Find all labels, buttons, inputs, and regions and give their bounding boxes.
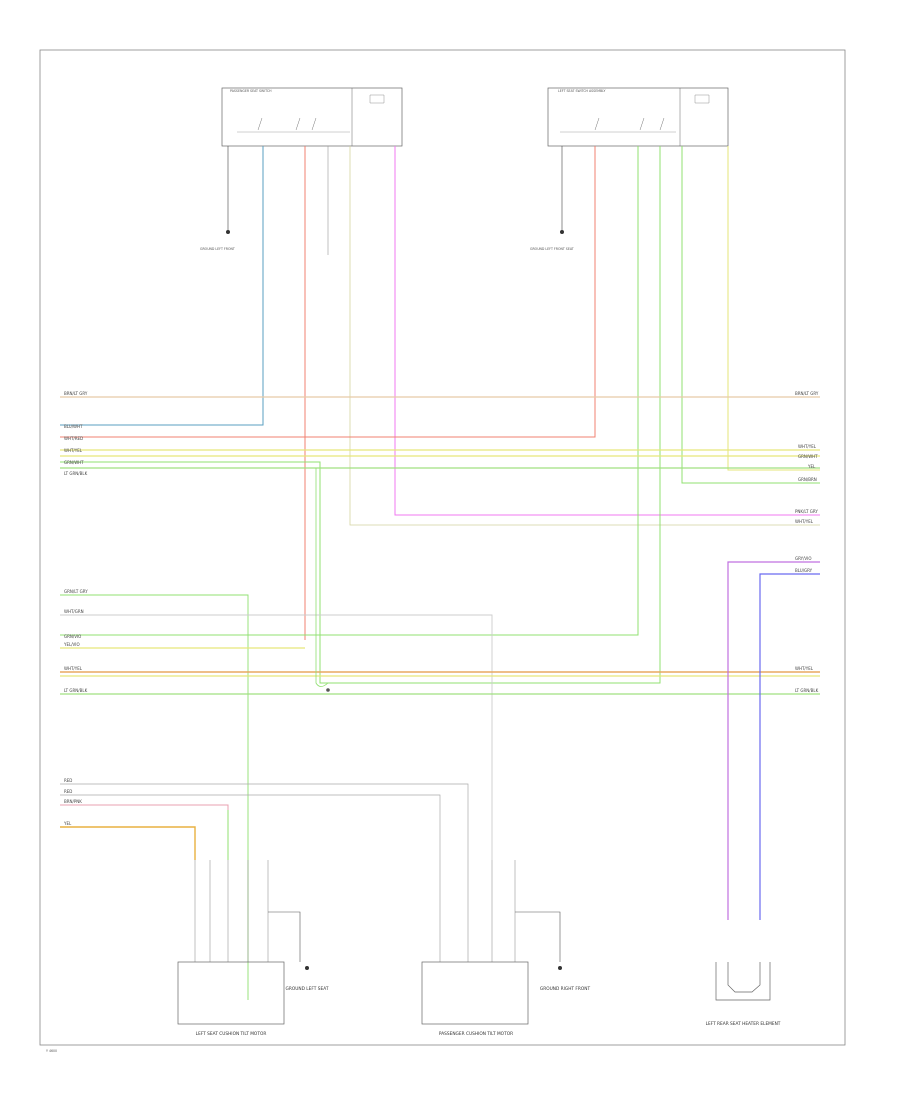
label-bus-14-left: YEL/VIO: [63, 642, 80, 647]
label-lower-0: RED: [64, 778, 72, 783]
label-bus-1-left: BLU/WHT: [64, 424, 83, 429]
bus-labels-right: BRN/LT GRY WHT/YEL GRN/WHT YEL GRN/BRN P…: [795, 391, 819, 693]
component-bottom-left: LEFT SEAT CUSHION TILT MOTOR GROUND LEFT…: [177, 860, 329, 1037]
component-top-right-title: LEFT SEAT SWITCH ASSEMBLY: [558, 89, 605, 93]
label-bus-5-right: YEL: [807, 464, 816, 469]
label-bus-3-right: WHT/YEL: [798, 444, 817, 449]
ground-top-left-label: GROUND LEFT FRONT: [200, 247, 235, 251]
label-bus-10-right: BLU/GRY: [795, 568, 813, 573]
component-bottom-mid: PASSENGER CUSHION TILT MOTOR GROUND RIGH…: [421, 860, 591, 1037]
label-lower-2: BRN/PNK: [64, 799, 82, 804]
label-bus-9-right: GRY/VIO: [795, 556, 811, 561]
lower-labels: RED RED BRN/PNK YEL: [63, 778, 82, 826]
component-top-left-title: PASSENGER SEAT SWITCH: [230, 89, 272, 93]
label-bus-11-left: GRN/LT GRY: [64, 589, 88, 594]
ground-bottom-mid-label: GROUND RIGHT FRONT: [540, 986, 591, 992]
label-bus-15-right: WHT/YEL: [795, 666, 814, 671]
label-bus-3-left: WHT/YEL: [64, 448, 83, 453]
bus-wires: [60, 396, 820, 1000]
label-bus-15-left: WHT/YEL: [64, 666, 83, 671]
label-bus-6-right: GRN/BRN: [798, 477, 817, 482]
label-bus-16-left: LT GRN/BLK: [64, 688, 88, 693]
label-bus-4-right: GRN/WHT: [798, 454, 818, 459]
label-bus-13-left: GRN/VIO: [64, 634, 81, 639]
label-bus-8-right: WHT/YEL: [795, 519, 814, 524]
label-bus-0-right: BRN/LT GRY: [795, 391, 819, 396]
label-bus-4-left: GRN/WHT: [64, 460, 84, 465]
lower-wires: [60, 783, 469, 860]
bus-labels-left: BRN/LT GRY BLU/WHT WHT/RED WHT/YEL GRN/W…: [63, 391, 88, 693]
component-bottom-right: LEFT REAR SEAT HEATER ELEMENT: [706, 962, 781, 1027]
ground-bottom-left-label: GROUND LEFT SEAT: [286, 986, 329, 992]
label-lower-3: YEL: [63, 821, 72, 826]
component-bottom-left-title: LEFT SEAT CUSHION TILT MOTOR: [196, 1031, 267, 1037]
top-drops: GROUND LEFT FRONT GROUND LEFT FRONT SEAT: [60, 146, 820, 684]
label-lower-1: RED: [64, 789, 72, 794]
label-bus-7-right: PNK/LT GRY: [795, 509, 818, 514]
ground-top-right-label: GROUND LEFT FRONT SEAT: [530, 247, 574, 251]
label-bus-5-left: LT GRN/BLK: [64, 471, 88, 476]
component-bottom-mid-title: PASSENGER CUSHION TILT MOTOR: [439, 1031, 513, 1037]
label-bus-12-left: WHT/GRN: [64, 609, 84, 614]
figure-code: Y 4600: [46, 1049, 57, 1053]
label-bus-0-left: BRN/LT GRY: [64, 391, 88, 396]
component-bottom-right-title: LEFT REAR SEAT HEATER ELEMENT: [706, 1021, 781, 1027]
label-bus-2-left: WHT/RED: [64, 436, 83, 441]
component-top-left: PASSENGER SEAT SWITCH: [221, 87, 403, 147]
diagram-frame: [39, 49, 846, 1046]
label-bus-16-right: LT GRN/BLK: [795, 688, 819, 693]
component-top-right: LEFT SEAT SWITCH ASSEMBLY: [547, 87, 729, 147]
